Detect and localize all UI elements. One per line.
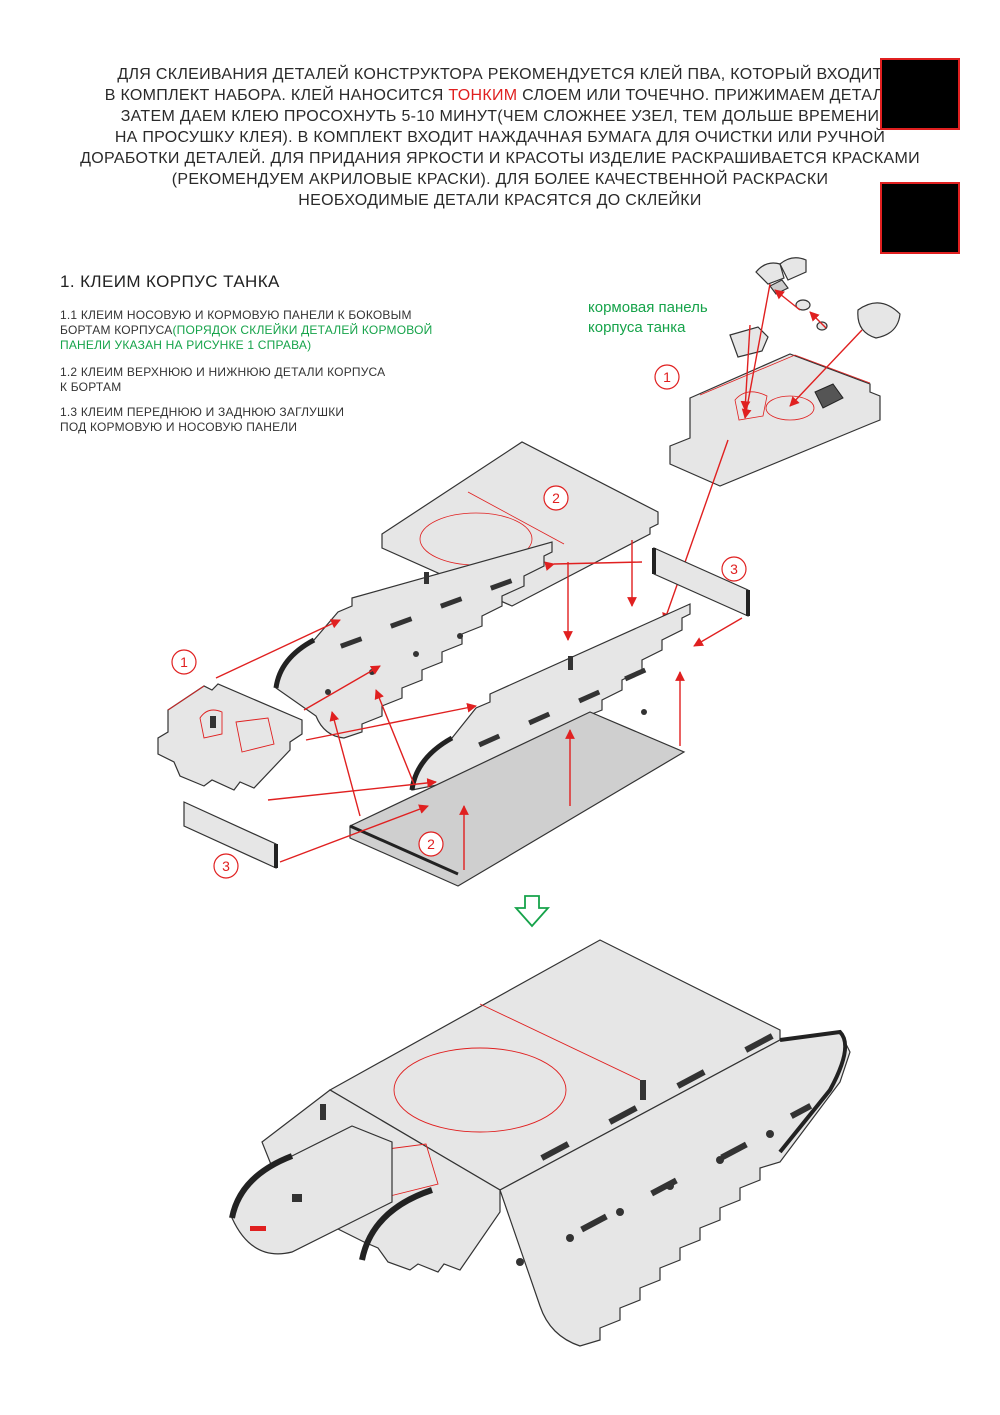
step-1-note: ПАНЕЛИ УКАЗАН НА РИСУНКЕ 1 СПРАВА)	[60, 338, 312, 352]
step-1-line: БОРТАМ КОРПУСА(ПОРЯДОК СКЛЕЙКИ ДЕТАЛЕЙ К…	[60, 323, 432, 338]
step-3-line: 1.3 КЛЕИМ ПЕРЕДНЮЮ И ЗАДНЮЮ ЗАГЛУШКИ	[60, 405, 345, 419]
marker-2-label: 2	[552, 490, 560, 506]
marker-1-front: 1	[171, 649, 197, 675]
intro-line: НЕОБХОДИМЫЕ ДЕТАЛИ КРАСЯТСЯ ДО СКЛЕЙКИ	[298, 192, 702, 209]
section-title: 1. КЛЕИМ КОРПУС ТАНКА	[60, 272, 280, 291]
intro-text-part: СЛОЕМ ИЛИ ТОЧЕЧНО. ПРИЖИМАЕМ ДЕТАЛИ	[517, 87, 896, 104]
stern-panel-label-line: кормовая панель	[588, 299, 708, 316]
marker-2-bottom: 2	[418, 831, 444, 857]
step-2-line: 1.2 КЛЕИМ ВЕРХНЮЮ И НИЖНЮЮ ДЕТАЛИ КОРПУС…	[60, 365, 386, 379]
rear-bulkhead	[652, 547, 750, 617]
intro-line: В КОМПЛЕКТ НАБОРА. КЛЕЙ НАНОСИТСЯ ТОНКИМ…	[40, 85, 960, 106]
step-1-text: БОРТАМ КОРПУСА	[60, 323, 173, 337]
step-3-line: ПОД КОРМОВУЮ И НОСОВУЮ ПАНЕЛИ	[60, 420, 298, 434]
stern-arrows	[662, 283, 863, 623]
step-2-line: К БОРТАМ	[60, 380, 122, 394]
step-1-line: 1.1 КЛЕИМ НОСОВУЮ И КОРМОВУЮ ПАНЕЛИ К БО…	[60, 308, 412, 322]
marker-3-label: 3	[222, 858, 230, 874]
marker-3-rear: 3	[721, 556, 747, 582]
step-1: 1.1 КЛЕИМ НОСОВУЮ И КОРМОВУЮ ПАНЕЛИ К БО…	[60, 308, 432, 353]
stern-small-parts	[729, 257, 901, 358]
marker-3-front: 3	[213, 853, 239, 879]
front-bulkhead	[183, 801, 278, 869]
left-side-wall	[273, 541, 553, 739]
hull-slots	[250, 1033, 813, 1266]
stern-panel	[669, 353, 881, 487]
marker-1-label: 1	[663, 369, 671, 385]
intro-line: ЗАТЕМ ДАЕМ КЛЕЮ ПРОСОХНУТЬ 5-10 МИНУТ(ЧЕ…	[120, 108, 880, 125]
black-swatch-top	[880, 58, 960, 130]
intro-line: ДЛЯ СКЛЕИВАНИЯ ДЕТАЛЕЙ КОНСТРУКТОРА РЕКО…	[117, 66, 883, 83]
down-arrow-icon	[513, 895, 551, 928]
marker-2-label: 2	[427, 836, 435, 852]
intro-line: ДОРАБОТКИ ДЕТАЛЕЙ. ДЛЯ ПРИДАНИЯ ЯРКОСТИ …	[80, 150, 920, 167]
intro-line: (РЕКОМЕНДУЕМ АКРИЛОВЫЕ КРАСКИ). ДЛЯ БОЛЕ…	[171, 171, 829, 188]
step-2: 1.2 КЛЕИМ ВЕРХНЮЮ И НИЖНЮЮ ДЕТАЛИ КОРПУС…	[60, 365, 385, 395]
intro-line: НА ПРОСУШКУ КЛЕЯ). В КОМПЛЕКТ ВХОДИТ НАЖ…	[114, 129, 886, 146]
stern-panel-label: кормовая панель корпуса танка	[588, 298, 708, 338]
intro-text: ДЛЯ СКЛЕИВАНИЯ ДЕТАЛЕЙ КОНСТРУКТОРА РЕКО…	[40, 64, 960, 211]
emphasis-thin: ТОНКИМ	[448, 87, 518, 104]
intro-text-part: В КОМПЛЕКТ НАБОРА. КЛЕЙ НАНОСИТСЯ	[104, 87, 449, 104]
black-swatch-bottom	[880, 182, 960, 254]
marker-2-top: 2	[543, 485, 569, 511]
assembly-arrows	[215, 540, 743, 870]
front-glacis-panel	[157, 683, 303, 791]
step-3: 1.3 КЛЕИМ ПЕРЕДНЮЮ И ЗАДНЮЮ ЗАГЛУШКИ ПОД…	[60, 405, 344, 435]
marker-3-label: 3	[730, 561, 738, 577]
marker-1-stern: 1	[654, 364, 680, 390]
step-1-note: (ПОРЯДОК СКЛЕЙКИ ДЕТАЛЕЙ КОРМОВОЙ	[172, 323, 433, 337]
assembled-hull	[229, 939, 851, 1347]
stern-panel-label-line: корпуса танка	[588, 319, 686, 336]
marker-1-label: 1	[180, 654, 188, 670]
